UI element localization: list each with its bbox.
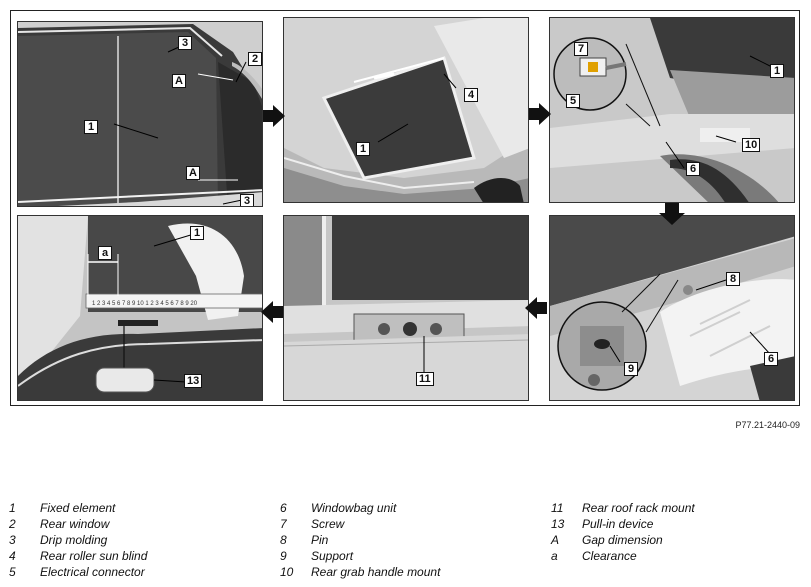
arrow-right-icon (263, 105, 285, 127)
clearance-illustration: 1 2 3 4 5 6 7 8 9 10 1 2 3 4 5 6 7 8 9 2… (18, 216, 262, 400)
legend-item: 6 Windowbag unit (280, 500, 540, 516)
figure-frame: 3 2 A 1 A 3 4 1 (10, 10, 800, 406)
figure-reference: P77.21-2440-09 (735, 420, 800, 430)
arrow-right-icon (529, 103, 551, 125)
legend-number: 13 (551, 517, 565, 531)
legend-item: 5 Electrical connector (9, 564, 269, 580)
legend-text: Drip molding (40, 533, 108, 547)
legend-text: Windowbag unit (311, 501, 397, 515)
callout-label: 1 (84, 120, 98, 134)
legend-number: 9 (280, 549, 287, 563)
legend-number: 1 (9, 501, 16, 515)
callout-label: 11 (416, 372, 434, 386)
callout-label: 1 (770, 64, 784, 78)
rear-window-illustration (18, 22, 262, 206)
callout-label: 3 (178, 36, 192, 50)
callout-label: 2 (248, 52, 262, 66)
callout-label: 1 (356, 142, 370, 156)
panel-connector: 7 1 5 10 6 (549, 17, 795, 203)
legend-text: Screw (311, 517, 345, 531)
callout-label: A (172, 74, 186, 88)
sun-blind-illustration (284, 18, 528, 202)
windowbag-illustration (550, 216, 794, 400)
legend-item: 8 Pin (280, 532, 540, 548)
legend-text: Electrical connector (40, 565, 145, 579)
callout-label: 6 (686, 162, 700, 176)
callout-label: 4 (464, 88, 478, 102)
legend-column-1: 1 Fixed element 2 Rear window 3 Drip moldin… (9, 500, 269, 580)
panel-sun-blind: 4 1 (283, 17, 529, 203)
legend-item: 1 Fixed element (9, 500, 269, 516)
legend-column-2: 6 Windowbag unit 7 Screw 8 Pin 9 Support 10 R… (280, 500, 540, 580)
callout-label: 6 (764, 352, 778, 366)
callout-label: 3 (240, 194, 254, 206)
legend-item: 11 Rear roof rack mount (551, 500, 811, 516)
arrow-down-icon (659, 203, 685, 225)
legend-item: 3 Drip molding (9, 532, 269, 548)
arrow-left-icon (261, 301, 283, 323)
legend-text: Rear window (40, 517, 110, 531)
legend-number: 11 (551, 501, 564, 515)
callout-label: 8 (726, 272, 740, 286)
callout-label: 5 (566, 94, 580, 108)
legend-item: 7 Screw (280, 516, 540, 532)
legend-item: 2 Rear window (9, 516, 269, 532)
legend-number: 6 (280, 501, 287, 515)
legend-number: 8 (280, 533, 287, 547)
legend-text: Fixed element (40, 501, 116, 515)
roof-rack-mount-illustration (284, 216, 528, 400)
legend-number: a (551, 549, 558, 563)
callout-label: 7 (574, 42, 588, 56)
legend-number: 5 (9, 565, 16, 579)
legend-number: 2 (9, 517, 16, 531)
legend-text: Gap dimension (582, 533, 663, 547)
legend-number: 4 (9, 549, 16, 563)
callout-label: 1 (190, 226, 204, 240)
legend-item: A Gap dimension (551, 532, 811, 548)
legend-text: Rear roller sun blind (40, 549, 148, 563)
legend-number: 7 (280, 517, 287, 531)
legend-text: Pin (311, 533, 329, 547)
legend-text: Pull-in device (582, 517, 654, 531)
legend-item: 10 Rear grab handle mount (280, 564, 540, 580)
callout-label: 10 (742, 138, 761, 152)
legend-text: Support (311, 549, 354, 563)
panel-windowbag: 8 9 6 (549, 215, 795, 401)
callout-label: 13 (184, 374, 203, 388)
callout-label: 9 (624, 362, 638, 376)
legend-item: a Clearance (551, 548, 811, 564)
legend-text: Rear roof rack mount (582, 501, 695, 515)
legend-text: Rear grab handle mount (311, 565, 441, 579)
callout-label: A (186, 166, 200, 180)
arrow-left-icon (525, 297, 547, 319)
legend-number: 10 (280, 565, 294, 579)
legend-number: 3 (9, 533, 16, 547)
callout-label: a (98, 246, 112, 260)
panel-roof-rack-mount: 11 (283, 215, 529, 401)
ruler-scale: 1 2 3 4 5 6 7 8 9 10 1 2 3 4 5 6 7 8 9 2… (92, 301, 198, 307)
legend-item: 9 Support (280, 548, 540, 564)
legend-item: 13 Pull-in device (551, 516, 811, 532)
legend-text: Clearance (582, 549, 637, 563)
panel-clearance: 1 2 3 4 5 6 7 8 9 10 1 2 3 4 5 6 7 8 9 2… (17, 215, 263, 401)
legend-number: A (551, 533, 560, 547)
panel-rear-window: 3 2 A 1 A 3 (17, 21, 263, 207)
legend-item: 4 Rear roller sun blind (9, 548, 269, 564)
